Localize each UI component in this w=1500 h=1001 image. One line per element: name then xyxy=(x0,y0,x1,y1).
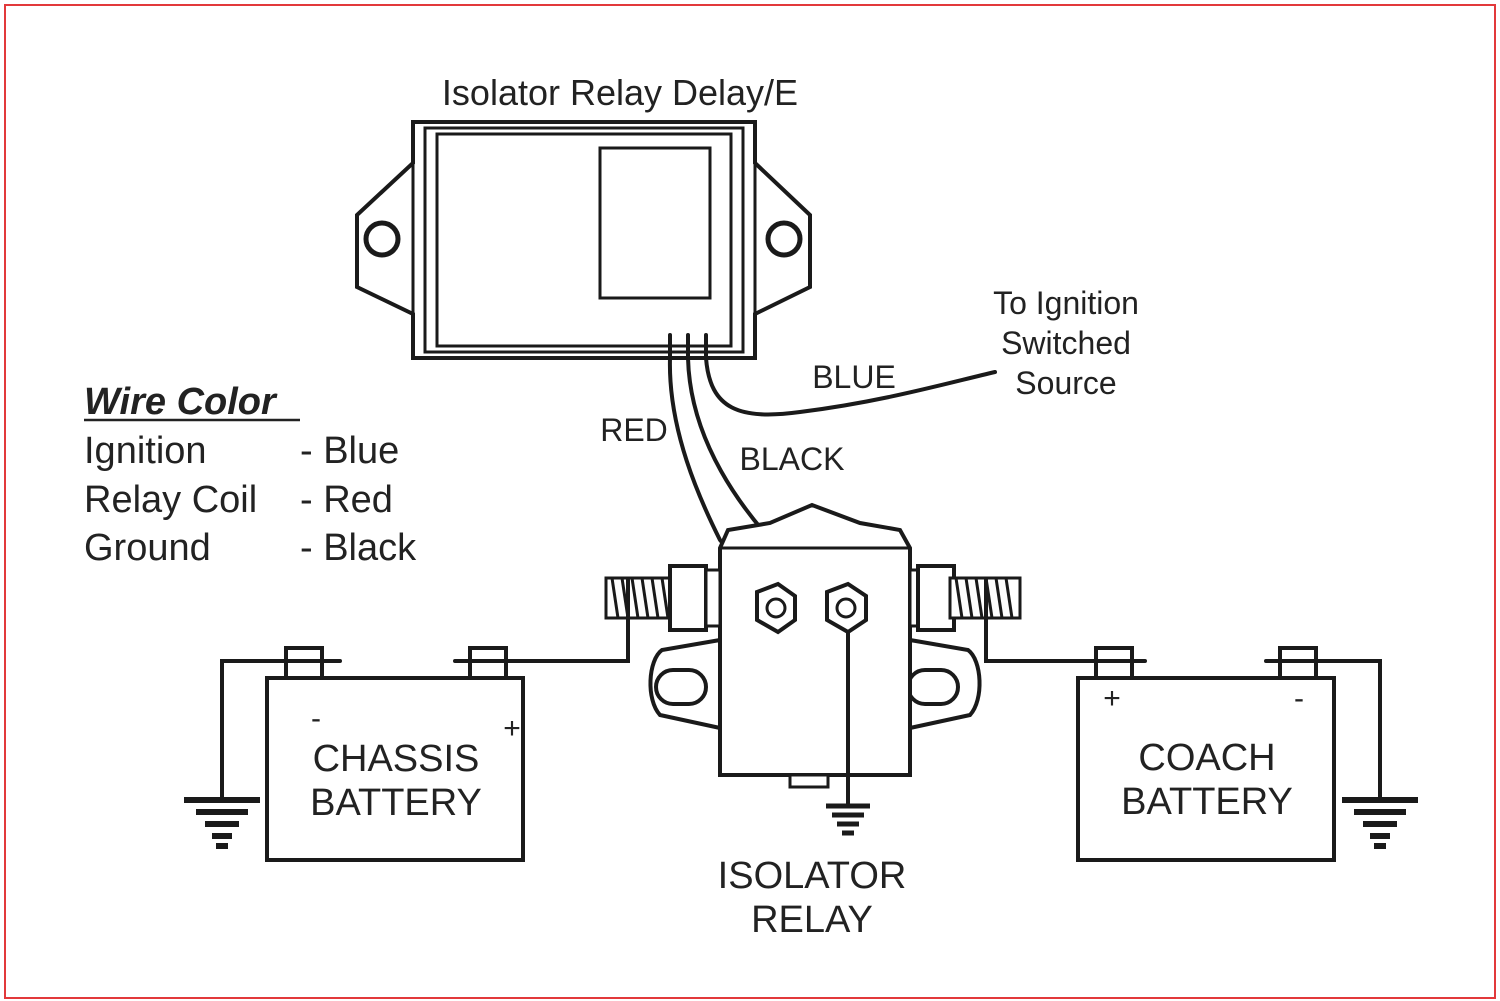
legend-heading: Wire Color xyxy=(84,381,278,423)
chassis-battery: - + CHASSIS BATTERY xyxy=(220,646,525,862)
delay-module xyxy=(355,120,812,360)
isolator-relay xyxy=(604,502,1022,789)
wire-color-legend: Wire Color Ignition - Blue Relay Coil - … xyxy=(84,381,417,569)
ignition-source-note: To Ignition Switched Source xyxy=(993,285,1139,401)
legend-row-color: - Blue xyxy=(300,430,399,472)
legend-row-name: Ignition xyxy=(84,430,207,472)
black-wire-label: BLACK xyxy=(740,441,845,477)
mount-hole-right-icon xyxy=(765,220,803,258)
chassis-ground-icon xyxy=(184,797,260,849)
coach-positive-label: + xyxy=(1103,682,1121,715)
mount-hole-left-icon xyxy=(363,220,401,258)
coach-battery-line-2: BATTERY xyxy=(1121,781,1293,823)
coach-battery-line-1: COACH xyxy=(1138,737,1275,779)
relay-ground-icon xyxy=(826,630,870,836)
relay-label-line-2: RELAY xyxy=(751,899,873,941)
chassis-negative-label: - xyxy=(311,702,321,735)
ignition-note-line-2: Switched xyxy=(1001,325,1131,361)
legend-row-name: Ground xyxy=(84,527,211,569)
blue-wire xyxy=(704,356,997,417)
coach-ground-icon xyxy=(1342,797,1418,849)
legend-row-color: - Black xyxy=(300,527,417,569)
ignition-note-line-3: Source xyxy=(1015,365,1116,401)
coach-battery: + - COACH BATTERY xyxy=(1076,646,1382,862)
chassis-battery-line-1: CHASSIS xyxy=(313,738,480,780)
chassis-battery-line-2: BATTERY xyxy=(310,782,482,824)
diagram-border xyxy=(4,4,1496,999)
legend-row-color: - Red xyxy=(300,479,393,521)
diagram-title: Isolator Relay Delay/E xyxy=(442,72,798,113)
ignition-note-line-1: To Ignition xyxy=(993,285,1139,321)
red-wire-label: RED xyxy=(600,412,668,448)
coach-negative-label: - xyxy=(1294,682,1304,715)
chassis-positive-label: + xyxy=(503,712,521,745)
blue-wire-label: BLUE xyxy=(812,359,896,395)
legend-row-name: Relay Coil xyxy=(84,479,257,521)
relay-label-line-1: ISOLATOR xyxy=(718,855,907,897)
